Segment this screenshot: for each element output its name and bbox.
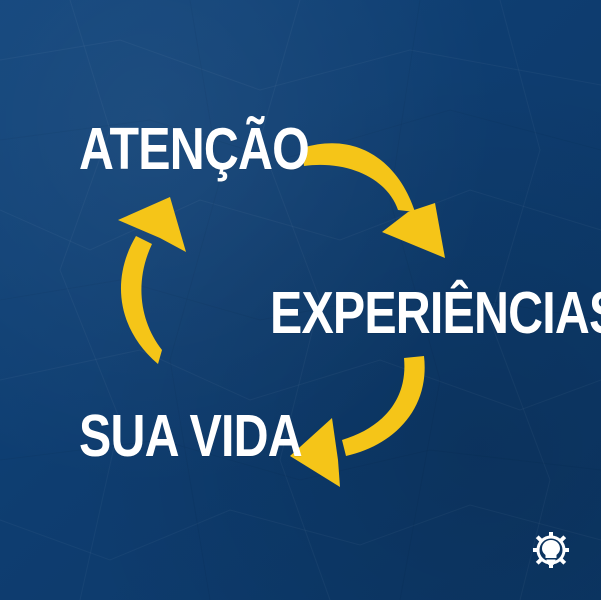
node-label-experiencias: EXPERIÊNCIAS <box>270 280 601 346</box>
node-label-sua-vida: SUA VIDA <box>79 403 303 469</box>
arrow-sua-vida-to-atencao <box>118 197 186 364</box>
lightbulb-gear-icon <box>533 532 569 568</box>
arrow-experiencias-to-sua-vida <box>290 356 425 487</box>
node-label-atencao: ATENÇÃO <box>79 116 310 182</box>
arrow-atencao-to-experiencias <box>302 143 445 258</box>
